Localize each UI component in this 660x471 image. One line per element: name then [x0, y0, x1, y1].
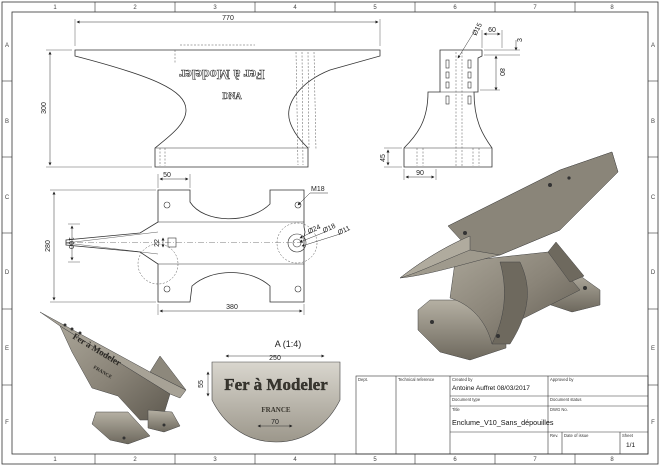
grid-col-5: 5 [373, 5, 377, 11]
isometric-render-right [399, 151, 619, 361]
tb-sheet-value: 1/1 [626, 442, 636, 449]
grid-row-c-right: C [651, 195, 656, 201]
tb-created-by-value: Antoine Auffret 08/03/2017 [452, 385, 530, 392]
grid-col-6: 6 [453, 5, 457, 11]
tb-dept-label: Dept. [358, 377, 369, 382]
tb-doc-type-label: Document type [452, 397, 481, 402]
grid-ticks [2, 2, 658, 464]
detail-engraving-sub: FRANCE [261, 406, 290, 414]
grid-col-3-bottom: 3 [213, 457, 217, 463]
grid-row-e-right: E [651, 346, 655, 352]
dim-60: 60 [488, 27, 496, 34]
dim-d24: Ø24 [307, 224, 322, 236]
grid-row-e: E [5, 346, 9, 352]
plan-view-outline [65, 189, 306, 303]
dim-250: 250 [269, 355, 281, 362]
grid-row-b-right: B [651, 119, 655, 125]
grid-col-4-bottom: 4 [293, 457, 297, 463]
grid-col-2: 2 [133, 5, 137, 11]
detail-view-label: A (1:4) [275, 339, 302, 349]
grid-row-c: C [5, 195, 10, 201]
tb-date-issue-label: Date of issue [564, 433, 589, 438]
tb-sheet-label: Sheet [622, 433, 633, 438]
front-engraving-sub: DNA [222, 91, 242, 101]
grid-row-d-right: D [651, 270, 656, 276]
grid-col-1-bottom: 1 [53, 457, 57, 463]
dim-280: 280 [45, 240, 52, 252]
dim-d11: Ø11 [337, 225, 352, 237]
dim-55: 55 [198, 380, 205, 388]
dim-50: 50 [163, 172, 171, 179]
dim-770: 770 [222, 15, 234, 22]
grid-row-f: F [5, 420, 9, 426]
tb-rev-label: Rev. [550, 433, 559, 438]
dim-45: 45 [380, 154, 387, 162]
grid-col-5-bottom: 5 [373, 457, 377, 463]
dim-22: 22 [154, 239, 161, 247]
grid-row-labels: A B C D E F A B C D E F [5, 43, 656, 426]
dim-m18: M18 [311, 186, 325, 193]
detail-engraving-main: Fer à Modeler [224, 375, 328, 394]
grid-column-labels: 1 2 3 4 5 6 7 8 1 2 3 4 5 6 7 8 [53, 5, 614, 463]
grid-col-4: 4 [293, 5, 297, 11]
dim-90: 90 [416, 170, 424, 177]
grid-col-7-bottom: 7 [533, 457, 537, 463]
detail-view-a: A (1:4) Fer à Modeler FRANCE 250 55 70 [198, 339, 341, 443]
grid-col-3: 3 [213, 5, 217, 11]
grid-col-1: 1 [53, 5, 57, 11]
dim-d18: Ø18 [322, 223, 337, 235]
grid-row-b: B [5, 119, 9, 125]
tb-dwg-no-label: DWG No. [550, 407, 568, 412]
dim-70: 70 [271, 419, 279, 426]
dim-380: 380 [226, 304, 238, 311]
tb-created-by-label: Created by [452, 377, 473, 382]
dim-100: 100 [67, 237, 74, 249]
dim-3: 3 [517, 38, 524, 42]
tb-tech-ref-label: Technical reference [398, 377, 435, 382]
front-view: Fer à Modeler DNA 770 300 [41, 15, 381, 168]
detail-plate [211, 361, 341, 443]
tb-approved-by-label: Approved by [550, 377, 574, 382]
plan-view: 50 M18 280 100 22 Ø24 Ø18 Ø11 380 [45, 172, 351, 315]
tb-doc-status-label: Document status [550, 397, 582, 402]
grid-row-a: A [5, 43, 9, 49]
dim-300: 300 [41, 102, 48, 114]
grid-col-2-bottom: 2 [133, 457, 137, 463]
grid-col-6-bottom: 6 [453, 457, 457, 463]
grid-row-a-right: A [651, 43, 655, 49]
grid-col-8-bottom: 8 [610, 457, 614, 463]
isometric-render-left: Fer à Modeler FRANCE [39, 311, 187, 445]
grid-col-8: 8 [610, 5, 614, 11]
title-block [355, 375, 649, 455]
grid-row-f-right: F [651, 420, 655, 426]
dim-80: 80 [498, 68, 505, 76]
tb-title-value: Enclume_V10_Sans_dépouilles [452, 418, 554, 427]
front-engraving-main: Fer à Modeler [179, 66, 264, 81]
tb-title-label: Title [452, 407, 460, 412]
side-view: Ø15 60 3 80 45 90 [380, 22, 524, 180]
front-view-outline [74, 49, 381, 168]
grid-col-7: 7 [533, 5, 537, 11]
grid-row-d: D [5, 270, 10, 276]
